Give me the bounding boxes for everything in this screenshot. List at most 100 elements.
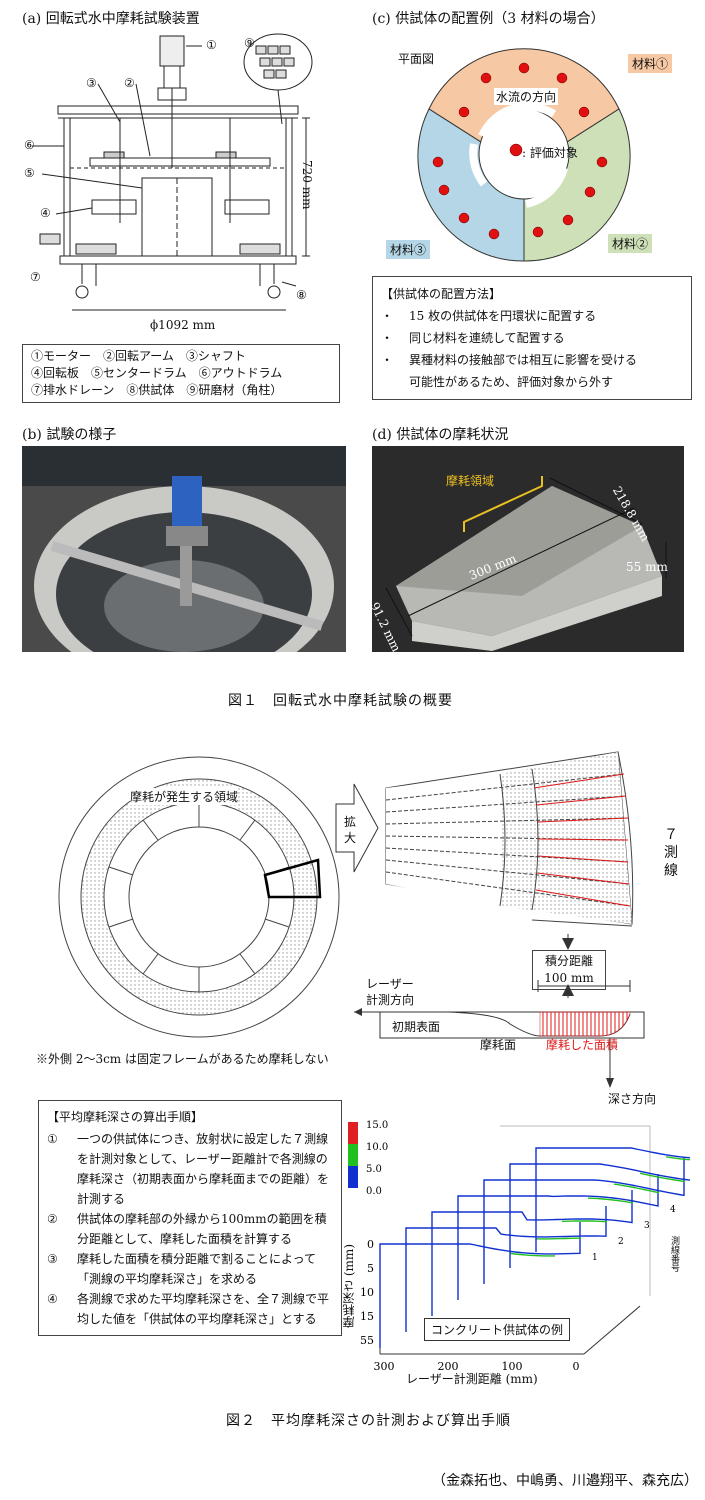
wear-profile-3d-chart: 15.010.05.00.01234567300200100005101555 [348,1120,690,1373]
colorbar-tick: 15.0 [366,1120,388,1131]
z-tick-label: 1 [592,1253,598,1263]
z-axis [583,1305,641,1355]
integ-label: 積分距離 [544,954,593,968]
dim-diameter: ϕ1092 mm [150,318,216,332]
x-tick-label: 200 [438,1360,459,1373]
specimen-photo [372,446,684,652]
num-7: ⑦ [30,270,41,284]
method-title: 【供試体の配置方法】 [381,287,502,301]
worn-surface-label: 摩耗面 [480,1038,517,1052]
integ-value: 100 mm [544,971,594,985]
colorbar-segment [348,1144,358,1166]
material-3-label: 材料③ [386,240,431,259]
method-item-cont: 可能性があるため、評価対象から外す [409,375,614,389]
apparatus-legend: ①モーター ②回転アーム ③シャフト ④回転板 ⑤センタードラム ⑥アウトドラム… [22,344,340,403]
profile-line-mid-depth [613,1183,660,1194]
enlarged-sector [385,751,634,927]
num-5: ⑤ [24,166,35,180]
enlarge-arrow [335,783,379,873]
num-2: ② [124,76,135,90]
figure1-caption: 図１ 回転式水中摩耗試験の概要 [228,693,453,709]
y-tick-label: 55 [360,1334,374,1347]
integration-distance-box: 積分距離 100 mm [532,950,606,990]
y-tick-label: 10 [360,1286,374,1299]
num-3: ③ [86,76,97,90]
colorbar-tick: 5.0 [366,1164,382,1175]
legend-line: ⑦排水ドレーン ⑧供試体 ⑨研磨材（角柱） [31,383,283,397]
profile-line [457,1174,659,1300]
wear-ring-diagram [58,756,340,1038]
chart-ylabel: 摩耗深さ (mm) [342,1244,356,1328]
test-photo [22,446,346,652]
num-1: ① [206,38,217,52]
profile-line-mid-depth [561,1220,608,1223]
profile-line [431,1190,633,1316]
y-tick-label: 15 [360,1310,374,1323]
y-tick-label: 5 [367,1262,374,1275]
panel-a-title: (a) 回転式水中摩耗試験装置 [22,11,200,27]
profile-line-mid-depth [639,1172,686,1183]
profile-line [405,1206,607,1332]
panel-b-title: (b) 試験の様子 [22,427,117,443]
dim-height: 720 mm [300,160,314,210]
method-item: ・15 枚の供試体を円環状に配置する [381,309,597,323]
depth-direction-label: 深さ方向 [608,1092,657,1106]
plan-label: 平面図 [398,52,435,66]
z-tick-label: 4 [670,1205,676,1215]
enlarge-label: 拡大 [344,815,357,845]
profile-cross-section [354,934,645,1088]
x-tick-label: 0 [573,1360,580,1373]
legend-line: ①モーター ②回転アーム ③シャフト [31,349,246,363]
worn-area-label: 摩耗した面積 [546,1038,619,1052]
z-tick-label: 3 [644,1221,650,1231]
authors: （金森拓也、中嶋勇、川邉翔平、森充広） [432,1473,698,1489]
x-tick-label: 100 [502,1360,523,1373]
num-4: ④ [40,206,51,220]
flow-label: 水流の方向 [494,88,559,105]
ring-label: 摩耗が発生する領域 [130,788,239,805]
method-item: ・異種材料の接触部では相互に影響を受ける [381,353,638,367]
num-8: ⑧ [296,288,307,302]
z-tick-label: 2 [618,1237,624,1247]
profile-line [379,1222,581,1348]
panel-c-title: (c) 供試体の配置例（3 材料の場合） [372,11,605,27]
procedure-title: 【平均摩耗深さの算出手順】 [47,1110,204,1124]
laser-direction-label: レーザー計測方向 [366,977,415,1007]
profile-line-mid-depth [587,1197,634,1204]
colorbar-segment [348,1166,358,1188]
x-tick-label: 300 [374,1360,395,1373]
eval-label: : 評価対象 [522,146,578,160]
colorbar-tick: 0.0 [366,1186,382,1197]
num-6: ⑥ [24,138,35,152]
dim-55: 55 mm [626,560,668,574]
wear-region-label: 摩耗領域 [446,474,495,488]
method-item: ・同じ材料を連続して配置する [381,331,565,345]
chart-zlabel: 測線番号 [669,1236,679,1272]
material-2-label: 材料② [608,234,653,253]
material-1-label: 材料① [628,54,673,73]
ring-note: ※外側 2～3cm は固定フレームがあるため摩耗しない [36,1052,329,1066]
num-9: ⑨ [244,36,255,50]
profile-line [483,1158,685,1284]
chart-xlabel: レーザー計測距離 (mm) [406,1372,538,1386]
colorbar-segment [348,1122,358,1144]
panel-d-title: (d) 供試体の摩耗状況 [372,427,509,443]
legend-line: ④回転板 ⑤センタードラム ⑥アウトドラム [31,366,283,380]
chart-example-label: コンクリート供試体の例 [424,1318,571,1341]
profile-line-mid-depth [535,1237,582,1240]
y-tick-label: 0 [367,1238,374,1251]
profile-line-mid-depth [509,1252,555,1257]
profile-line-mid-depth [665,1156,690,1161]
figure2-caption: 図２ 平均摩耗深さの計測および算出手順 [226,1413,511,1429]
initial-surface-label: 初期表面 [392,1020,441,1034]
seven-lines-label: ７測線 [664,827,678,879]
placement-method-box: 【供試体の配置方法】 ・15 枚の供試体を円環状に配置する ・同じ材料を連続して… [372,276,692,400]
profile-line [535,1147,690,1252]
profile-line [509,1163,690,1268]
colorbar-tick: 10.0 [366,1142,388,1153]
